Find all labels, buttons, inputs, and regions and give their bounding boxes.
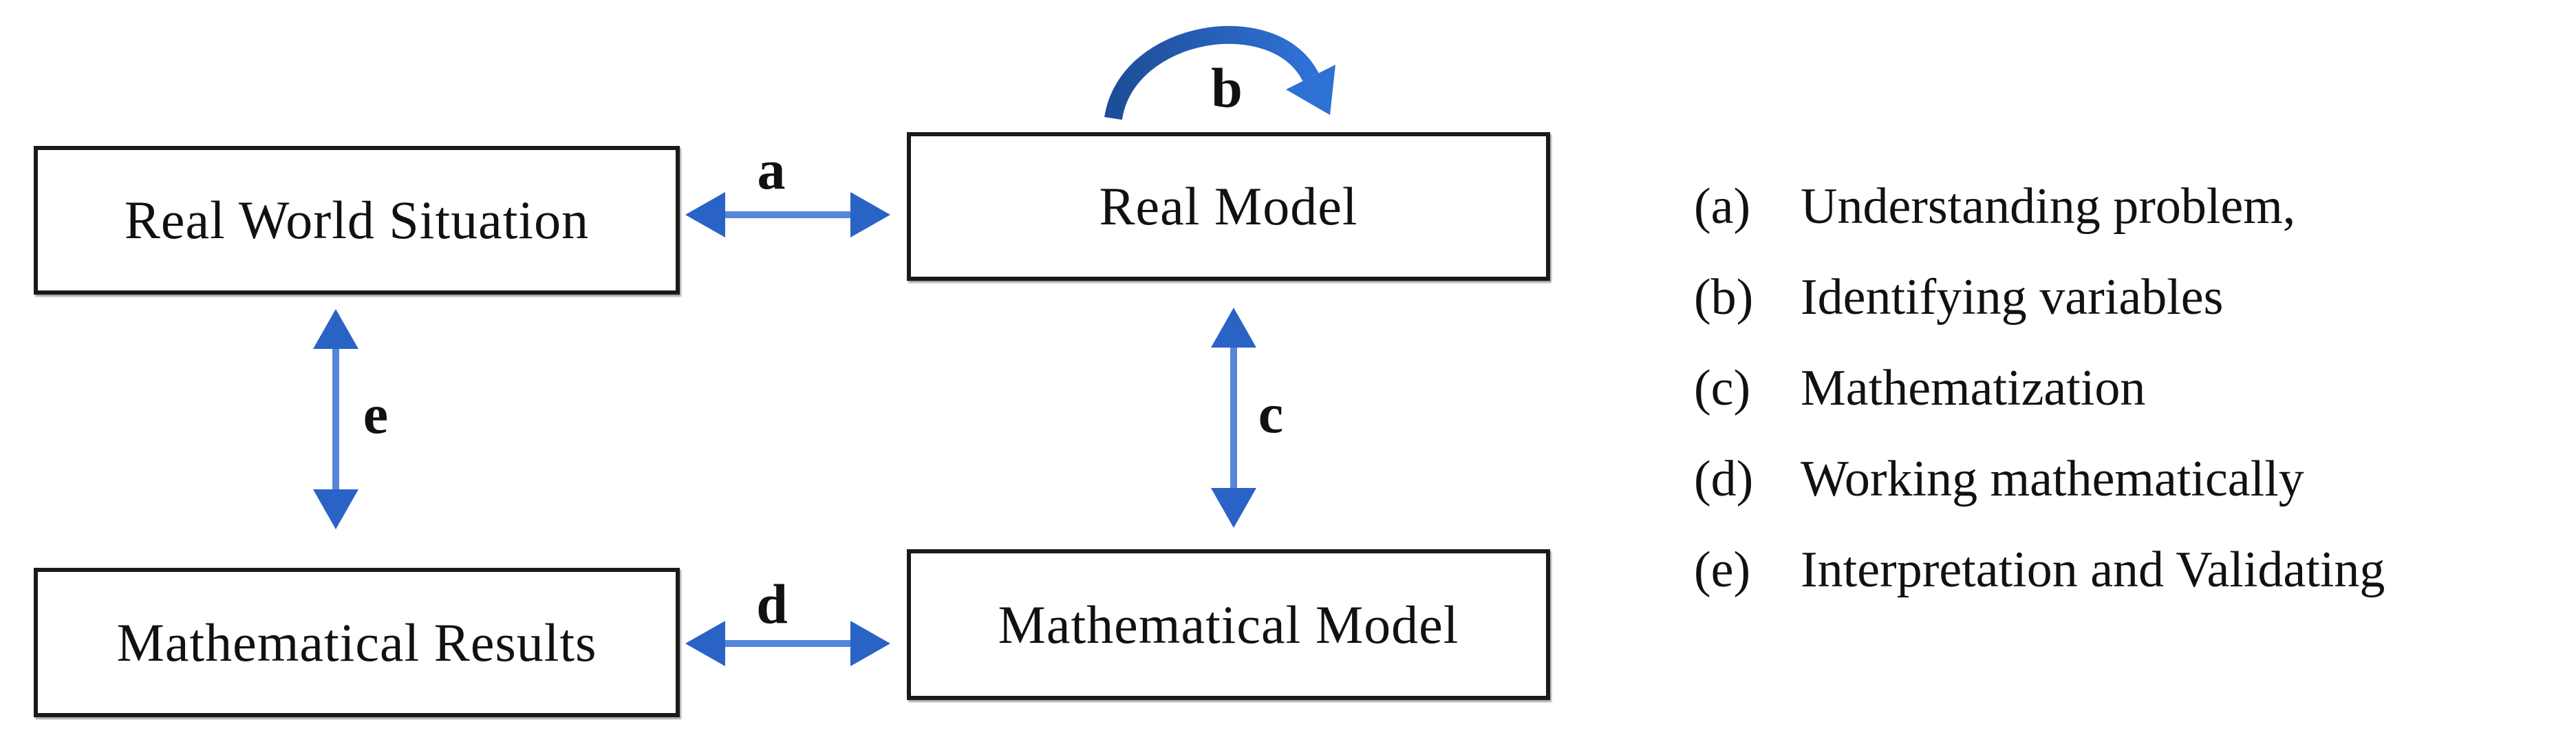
box-mathematical-model: Mathematical Model: [907, 549, 1550, 700]
arrow-e-bottom-head-icon: [313, 489, 358, 529]
arrow-e-top-head-icon: [313, 309, 358, 349]
box-mathematical-model-label: Mathematical Model: [998, 594, 1459, 655]
arrow-d: [685, 621, 890, 666]
legend-text-a: Understanding problem,: [1801, 178, 2296, 235]
legend-text-d: Working mathematically: [1801, 450, 2304, 507]
box-mathematical-results: Mathematical Results: [34, 568, 680, 717]
legend-item-e: (e) Interpretation and Validating: [1694, 524, 2385, 615]
legend-marker-b: (b): [1694, 268, 1754, 326]
legend-marker-a: (a): [1694, 178, 1751, 235]
box-real-model-label: Real Model: [1099, 176, 1358, 236]
legend-item-d: (d) Working mathematically: [1694, 434, 2385, 524]
arrow-a: [685, 192, 890, 237]
box-real-world-situation: Real World Situation: [34, 146, 680, 295]
arrow-e: [313, 309, 358, 529]
arrow-a-left-head-icon: [685, 192, 725, 237]
legend-text-b: Identifying variables: [1801, 268, 2224, 326]
box-real-world-situation-label: Real World Situation: [124, 190, 590, 250]
legend: (a) Understanding problem, (b) Identifyi…: [1694, 161, 2385, 615]
arrow-d-right-head-icon: [850, 621, 890, 666]
box-mathematical-results-label: Mathematical Results: [116, 612, 597, 672]
arrow-d-left-head-icon: [685, 621, 725, 666]
arrow-label-d: d: [756, 573, 788, 635]
arrow-label-a: a: [757, 138, 786, 201]
box-real-model: Real Model: [907, 132, 1550, 281]
legend-text-c: Mathematization: [1801, 359, 2146, 416]
arrow-label-e: e: [363, 383, 389, 445]
legend-item-c: (c) Mathematization: [1694, 343, 2385, 434]
legend-marker-e: (e): [1694, 541, 1751, 598]
legend-text-e: Interpretation and Validating: [1801, 541, 2385, 598]
legend-marker-c: (c): [1694, 359, 1751, 416]
arrow-c-bottom-head-icon: [1211, 488, 1256, 528]
arrow-c-top-head-icon: [1211, 308, 1256, 348]
arrow-a-right-head-icon: [850, 192, 890, 237]
legend-marker-d: (d): [1694, 450, 1754, 507]
arrow-b-head-icon: [1286, 65, 1335, 115]
legend-item-a: (a) Understanding problem,: [1694, 161, 2385, 252]
legend-item-b: (b) Identifying variables: [1694, 252, 2385, 343]
arrow-label-c: c: [1258, 382, 1284, 445]
arrow-label-b: b: [1211, 56, 1243, 119]
arrow-c: [1211, 308, 1256, 528]
